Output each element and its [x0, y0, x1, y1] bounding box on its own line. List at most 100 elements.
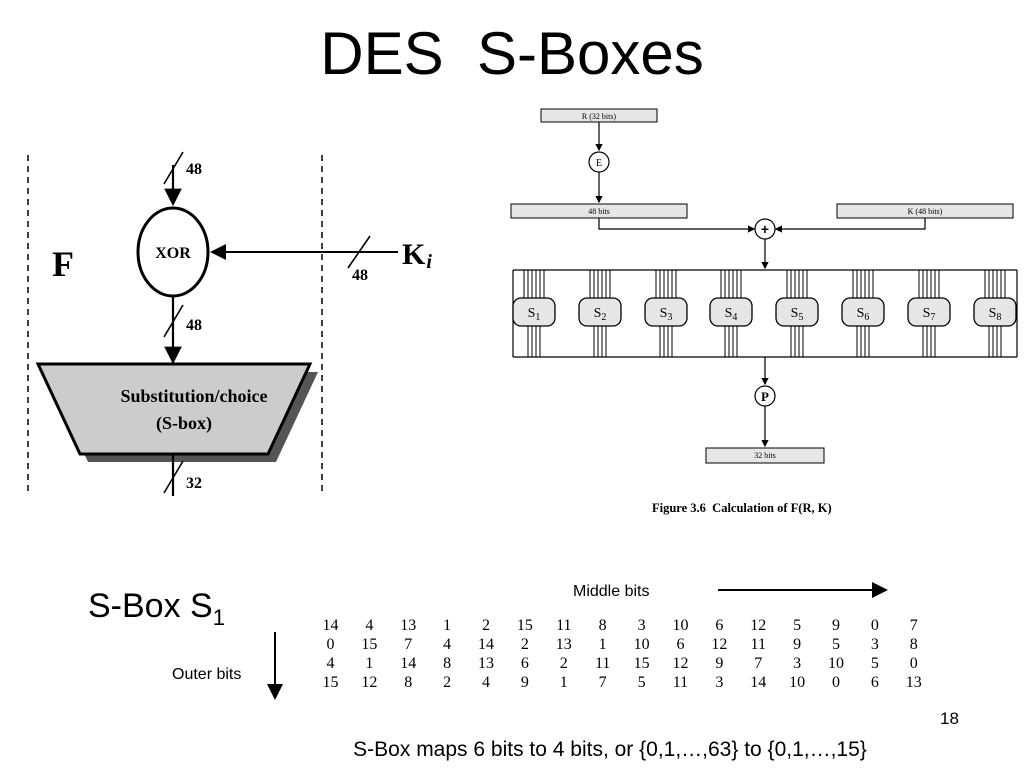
- sbox-label: S1: [528, 306, 541, 323]
- table-cell: 9: [793, 636, 802, 653]
- table-cell: 0: [870, 617, 879, 634]
- table-cell: 14: [322, 617, 339, 634]
- substitution-line2: (S-box): [156, 413, 212, 434]
- sbox-label: S2: [594, 306, 607, 323]
- sbox-node: [709, 297, 753, 327]
- table-cell: 0: [909, 655, 918, 672]
- table-cell: 4: [365, 617, 374, 634]
- bus-slash-mid: [163, 304, 184, 338]
- table-cell: 8: [443, 655, 452, 672]
- bus-slash-top: [163, 151, 184, 185]
- middle-bits-label: Middle bits: [573, 583, 650, 600]
- table-cell: 2: [482, 617, 490, 634]
- table-cell: 13: [400, 617, 417, 634]
- table-cell: 10: [789, 674, 806, 691]
- table-cell: 2: [559, 655, 568, 672]
- sbox-label: S6: [857, 306, 870, 323]
- table-cell: 14: [750, 674, 767, 691]
- table-cell: 3: [793, 655, 802, 672]
- table-cell: 6: [870, 674, 879, 691]
- table-cell: 15: [322, 674, 339, 691]
- bits48-to-xor-arrow: [598, 218, 756, 233]
- k-to-xor-arrow: [774, 218, 926, 233]
- table-cell: 11: [594, 655, 611, 672]
- sbox-unit: S8: [973, 270, 1017, 357]
- table-cell: 5: [832, 636, 841, 653]
- sbox-label: S4: [725, 306, 738, 323]
- table-cell: 1: [559, 674, 568, 691]
- table-cell: 10: [828, 655, 845, 672]
- table-cell: 14: [400, 655, 417, 672]
- footer-note: S-Box maps 6 bits to 4 bits, or {0,1,…,6…: [353, 738, 867, 761]
- table-cell: 0: [832, 674, 841, 691]
- sbox-heading-subscript: 1: [212, 605, 225, 630]
- sbox-unit: S7: [907, 270, 951, 357]
- table-cell: 12: [361, 674, 378, 691]
- figure-caption: Figure 3.6 Calculation of F(R, K): [652, 501, 832, 515]
- r-32-bits-label: R (32 bits): [582, 112, 617, 121]
- table-cell: 8: [598, 617, 607, 634]
- xor-label: XOR: [155, 245, 191, 262]
- sbox-label: S3: [660, 306, 673, 323]
- table-cell: 7: [404, 636, 413, 653]
- bits-32-label: 32 bits: [754, 451, 776, 460]
- sbox-label: S8: [989, 306, 1002, 323]
- slide-title: DES S-Boxes: [320, 20, 704, 87]
- table-cell: 7: [754, 655, 763, 672]
- table-cell: 11: [556, 617, 572, 634]
- sbox-node: [644, 297, 688, 327]
- table-cell: 5: [793, 617, 802, 634]
- sbox-heading-text: S-Box S: [88, 587, 213, 625]
- sbox-node: [775, 297, 819, 327]
- bus-slash-bottom: [163, 460, 184, 494]
- table-cell: 13: [478, 655, 494, 672]
- table-cell: 8: [404, 674, 413, 691]
- sbox-label: S7: [923, 306, 936, 323]
- outer-bits-label: Outer bits: [172, 666, 242, 683]
- key-label: Ki: [402, 238, 432, 273]
- sbox-node: [973, 297, 1017, 327]
- table-cell: 15: [633, 655, 650, 672]
- table-cell: 2: [520, 636, 529, 653]
- expansion-label: E: [596, 158, 602, 169]
- sbox-unit: S4: [709, 270, 753, 357]
- bits-mid-label: 48: [186, 317, 202, 334]
- sbox-unit: S5: [775, 270, 819, 357]
- table-cell: 1: [365, 655, 374, 672]
- table-cell: 14: [478, 636, 494, 653]
- bus-slash-key: [347, 235, 371, 269]
- table-cell: 7: [598, 674, 607, 691]
- slide-number: 18: [940, 709, 959, 728]
- substitution-box: [35, 362, 313, 456]
- table-cell: 5: [870, 655, 879, 672]
- sbox-unit: S2: [578, 270, 622, 357]
- table-cell: 5: [637, 674, 646, 691]
- table-cell: 4: [443, 636, 452, 653]
- table-cell: 8: [909, 636, 918, 653]
- bits-48-label: 48 bits: [588, 207, 610, 216]
- table-cell: 9: [832, 617, 841, 634]
- table-cell: 11: [750, 636, 766, 653]
- table-cell: 3: [870, 636, 879, 653]
- sbox-label: S5: [791, 306, 804, 323]
- bits-key-label: 48: [352, 267, 368, 284]
- table-cell: 13: [555, 636, 572, 653]
- table-cell: 1: [443, 617, 452, 634]
- sbox-node: [907, 297, 951, 327]
- bits-bottom-label: 32: [186, 475, 202, 492]
- table-cell: 4: [482, 674, 490, 691]
- sbox-node: [841, 297, 885, 327]
- table-cell: 9: [520, 674, 529, 691]
- table-cell: 9: [715, 655, 724, 672]
- table-cell: 11: [672, 674, 689, 691]
- sbox-node: [512, 297, 556, 327]
- table-cell: 3: [715, 674, 724, 691]
- table-cell: 10: [633, 636, 650, 653]
- sbox-unit: S3: [644, 270, 688, 357]
